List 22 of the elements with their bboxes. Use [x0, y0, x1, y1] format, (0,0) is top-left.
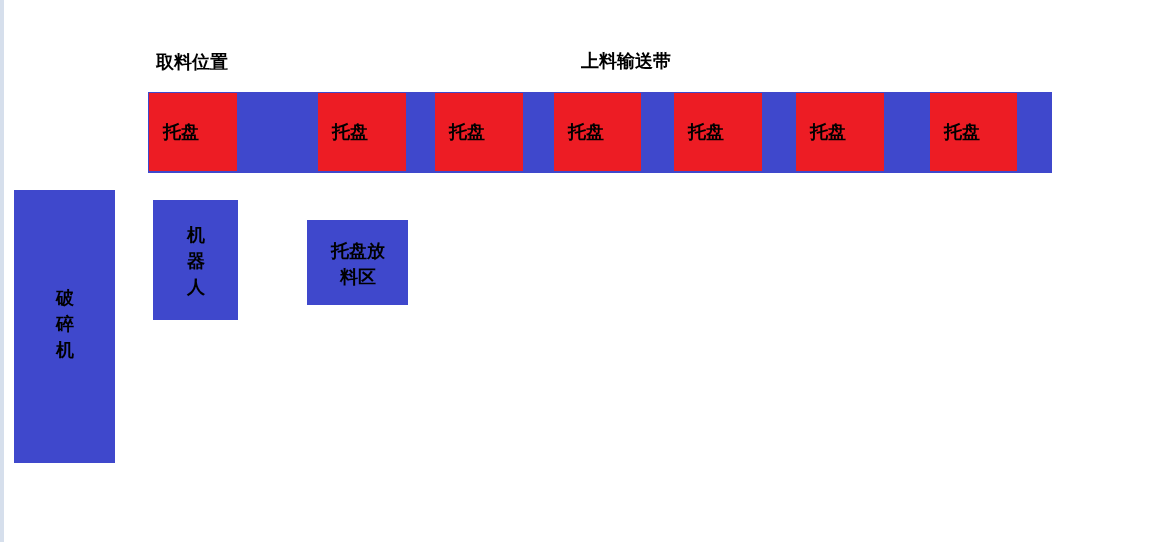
- pallet-label: 托盘: [810, 120, 846, 144]
- pallet: [796, 93, 884, 171]
- block-label: 机器人: [185, 223, 206, 299]
- pallet: [149, 93, 237, 171]
- belt-title: 上料输送带: [581, 49, 671, 73]
- pallet: [318, 93, 406, 171]
- pallet-label: 托盘: [332, 120, 368, 144]
- position-label: 取料位置: [156, 50, 228, 74]
- pallet-drop-zone: [307, 220, 408, 305]
- pallet-label: 托盘: [163, 120, 199, 144]
- pallet-label: 托盘: [944, 120, 980, 144]
- pallet-label: 托盘: [568, 120, 604, 144]
- pallet: [930, 93, 1017, 171]
- block-label: 托盘放料区: [329, 239, 386, 289]
- pallet: [435, 93, 523, 171]
- block-label: 破碎机: [54, 286, 75, 362]
- pallet-label: 托盘: [688, 120, 724, 144]
- pallet-label: 托盘: [449, 120, 485, 144]
- robot-block: [153, 200, 238, 320]
- pallet: [554, 93, 641, 171]
- crusher-block: [14, 190, 115, 463]
- pallet: [674, 93, 762, 171]
